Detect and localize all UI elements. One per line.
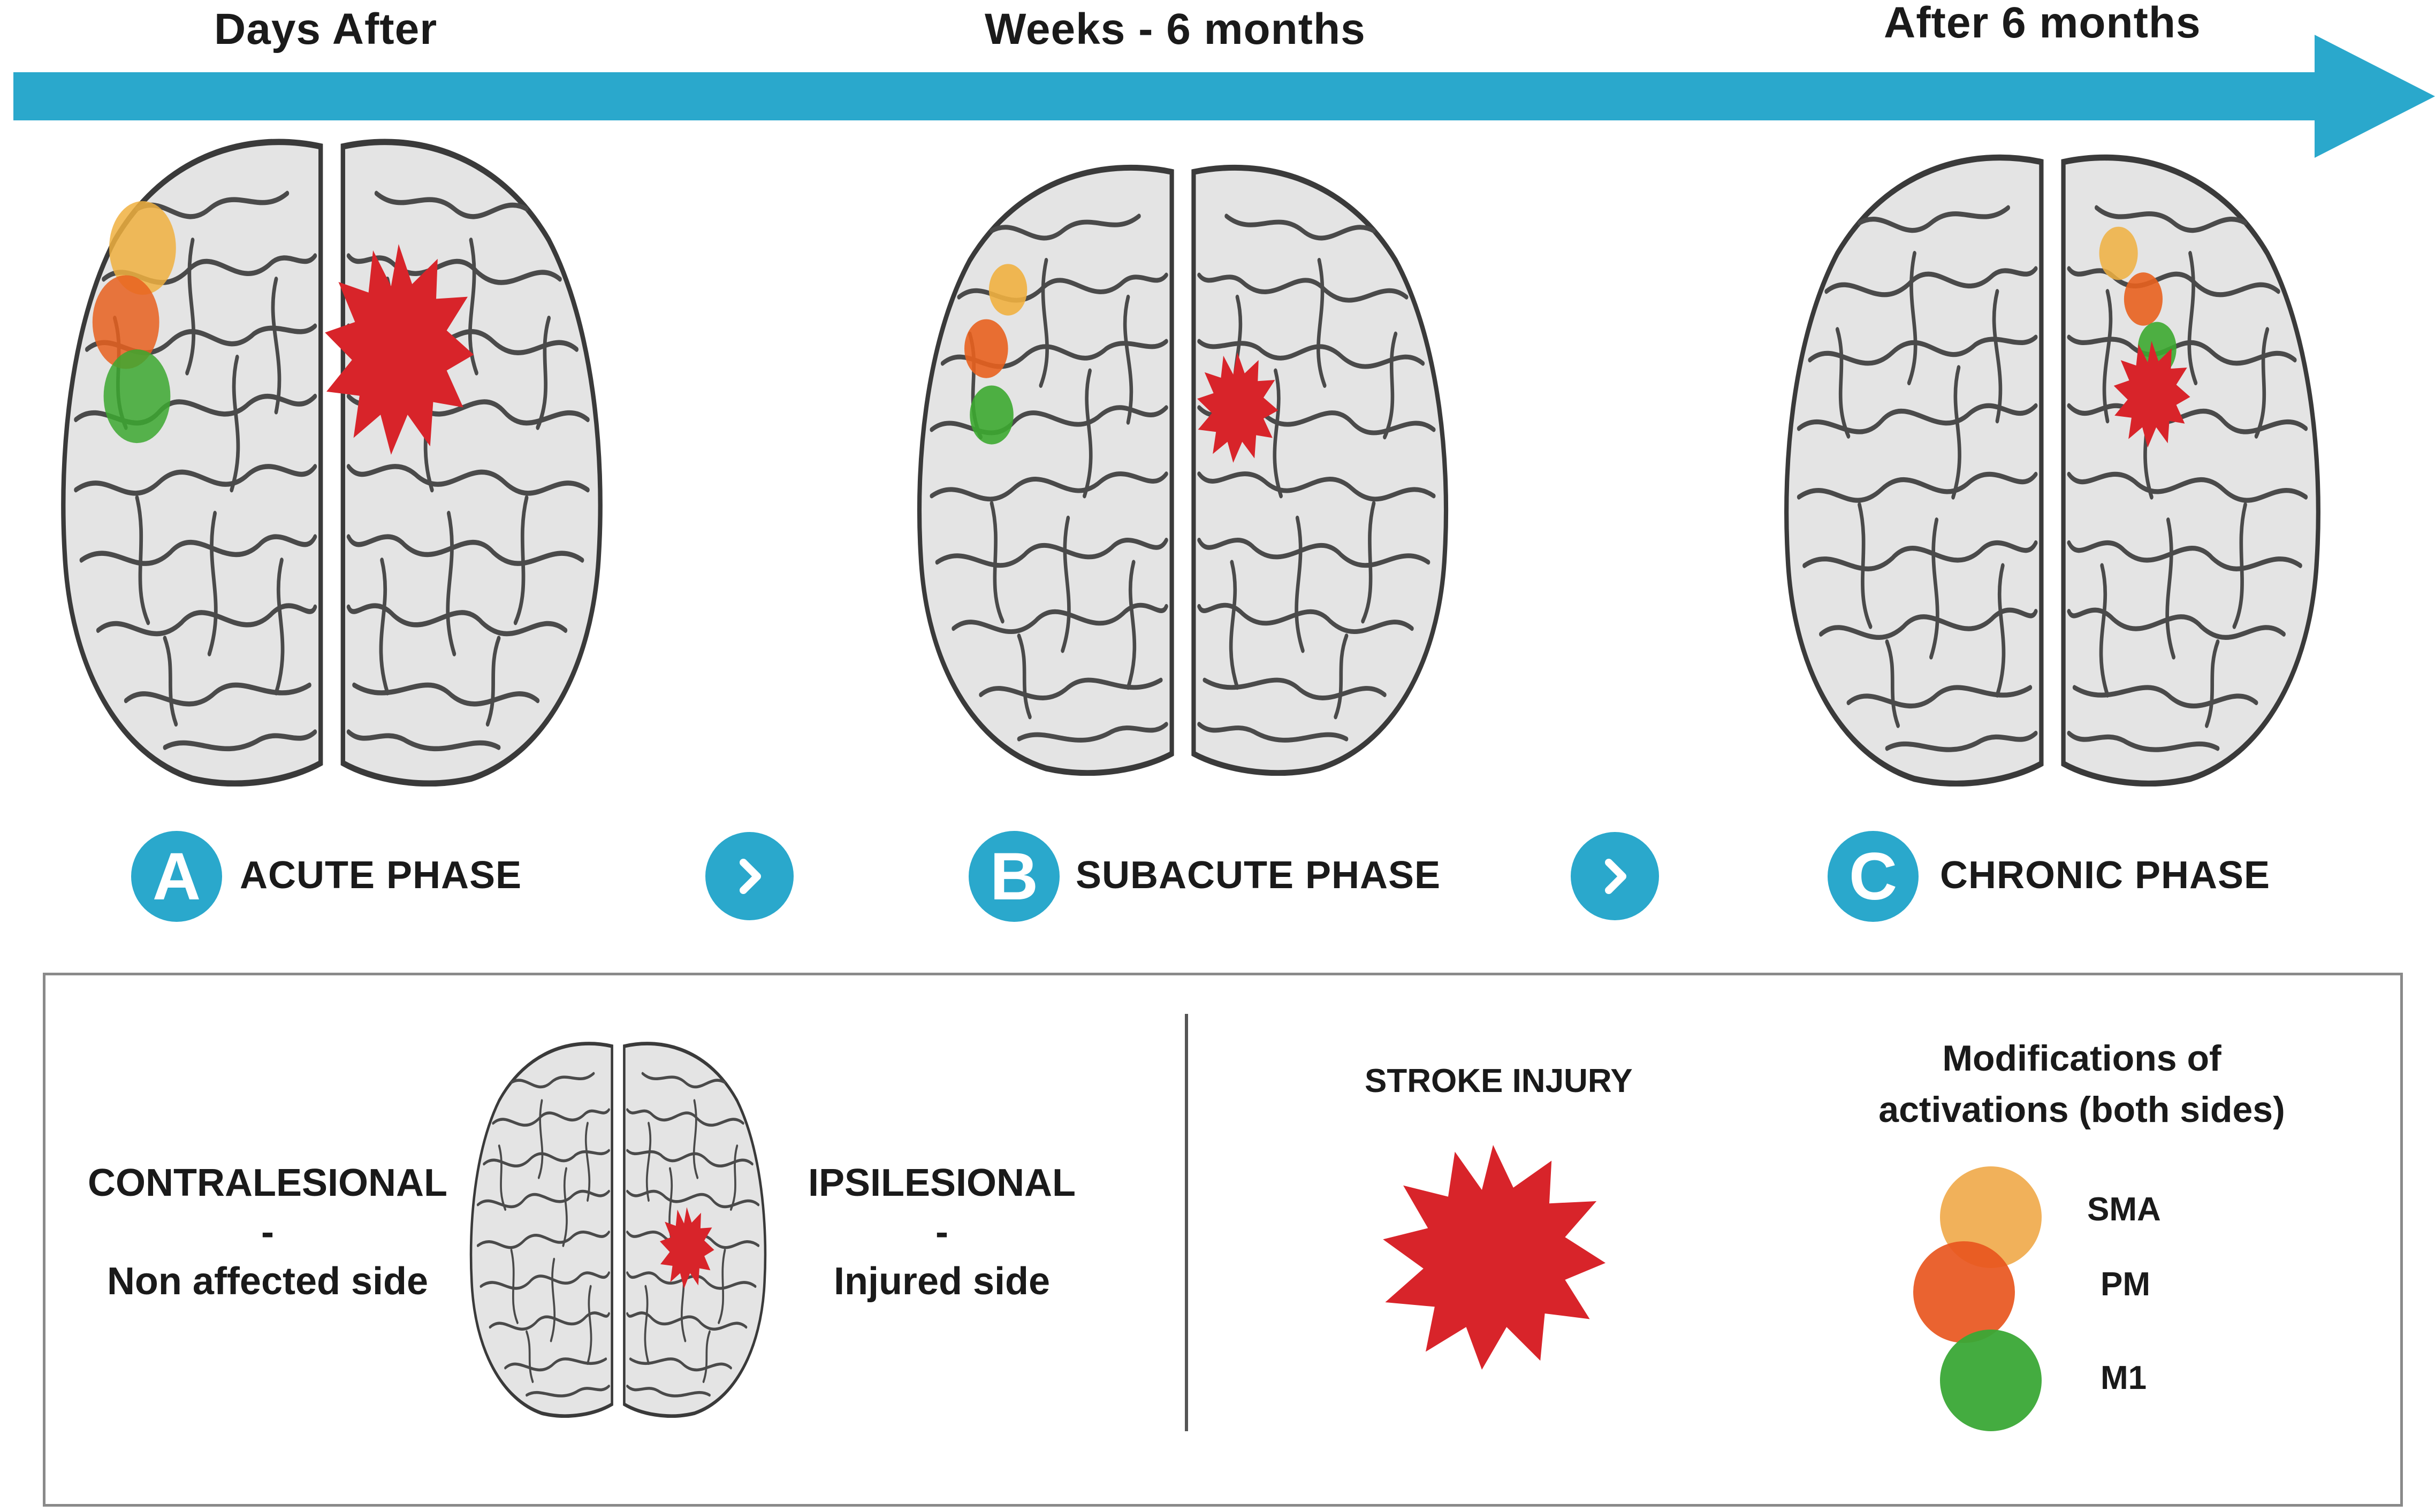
brain-subacute: [910, 150, 1456, 776]
sma-activation: [2099, 226, 2138, 280]
modifications-title-line1: Modifications of: [1942, 1038, 2221, 1079]
activation-swatches: [1913, 1166, 2042, 1431]
brain-acute: [54, 123, 610, 786]
stroke-injury-label: STROKE INJURY: [1365, 1063, 1633, 1099]
chevron-right-icon: [1604, 858, 1626, 894]
pm-swatch: [1913, 1241, 2015, 1343]
modifications-legend-title: Modifications of activations (both sides…: [1836, 1033, 2328, 1135]
sma-activation: [109, 201, 176, 295]
contralesional-legend: CONTRALESIONAL - Non affected side: [80, 1158, 455, 1306]
contralesional-title: CONTRALESIONAL: [88, 1162, 447, 1204]
legend-panel: [43, 973, 2403, 1507]
pm-activation: [964, 319, 1008, 378]
ipsilesional-dash: -: [935, 1211, 948, 1254]
sma-activation: [988, 264, 1028, 316]
m1-activation: [103, 349, 171, 444]
next-phase-button[interactable]: [705, 832, 794, 920]
sma-label: SMA: [2087, 1191, 2161, 1228]
period-weeks: Weeks - 6 months: [985, 5, 1366, 54]
phase-badge-b: B: [969, 831, 1060, 922]
phase-label-acute: ACUTE PHASE: [240, 854, 522, 897]
pm-activation: [2124, 272, 2163, 326]
phase-badge-c: C: [1828, 831, 1919, 922]
ipsilesional-desc: Injured side: [833, 1260, 1051, 1303]
m1-activation: [970, 385, 1014, 445]
period-after-6-months: After 6 months: [1884, 0, 2201, 47]
period-days-after: Days After: [214, 5, 438, 54]
brain-legend: [466, 1033, 771, 1418]
pm-activation: [92, 275, 159, 369]
ipsilesional-title: IPSILESIONAL: [808, 1162, 1076, 1204]
timeline-arrow: [13, 35, 2435, 158]
legend-divider: [1185, 1014, 1188, 1431]
brain-chronic: [1777, 139, 2328, 786]
m1-label: M1: [2101, 1360, 2147, 1396]
m1-swatch: [1940, 1330, 2042, 1431]
stroke-injury-icon: [1383, 1145, 1605, 1370]
phase-label-subacute: SUBACUTE PHASE: [1076, 854, 1441, 897]
contralesional-dash: -: [261, 1211, 274, 1254]
ipsilesional-legend: IPSILESIONAL - Injured side: [787, 1158, 1097, 1306]
next-phase-button[interactable]: [1571, 832, 1659, 920]
contralesional-desc: Non affected side: [106, 1260, 429, 1303]
modifications-title-line2: activations (both sides): [1878, 1089, 2285, 1130]
pm-label: PM: [2101, 1266, 2150, 1303]
phase-label-chronic: CHRONIC PHASE: [1940, 854, 2271, 897]
chevron-right-icon: [739, 858, 761, 894]
phase-badge-a: A: [131, 831, 222, 922]
